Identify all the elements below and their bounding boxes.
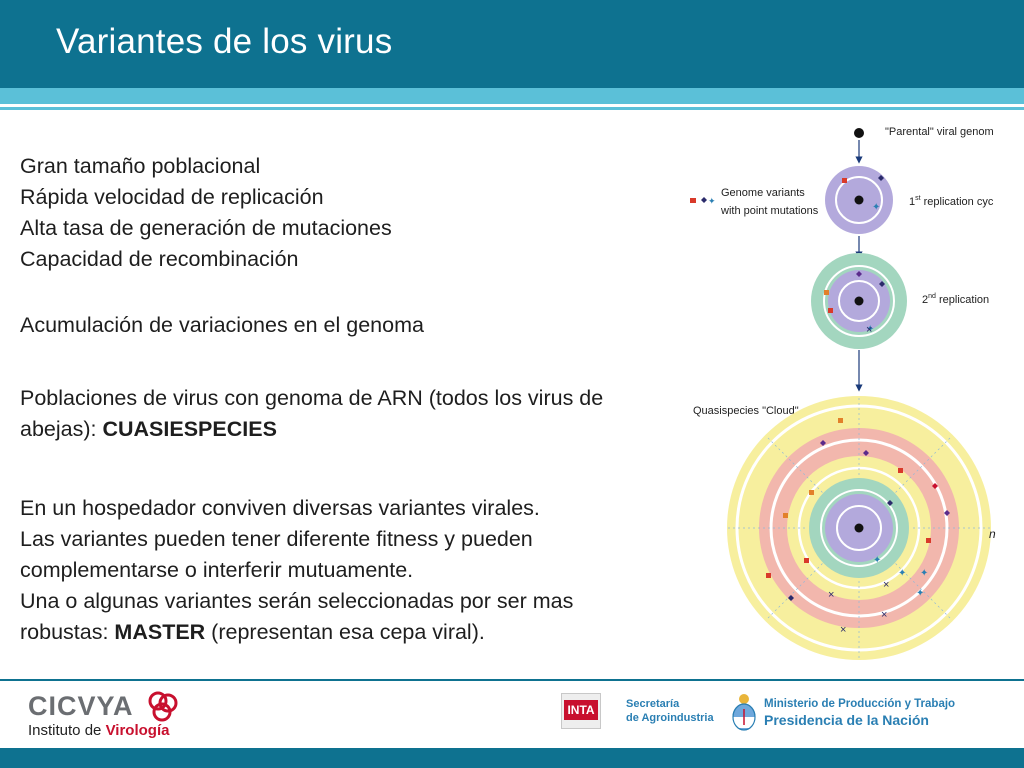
list-item: Gran tamaño poblacional <box>20 154 261 178</box>
secretaria-line-1: Secretaría <box>626 698 680 710</box>
instituto-text: Instituto de <box>28 722 106 739</box>
list-item: Alta tasa de generación de mutaciones <box>20 216 392 240</box>
header-bar: Variantes de los virus <box>0 0 1024 88</box>
parental-label: "Parental" viral genom <box>885 126 994 138</box>
quasispecies-diagram: "Parental" viral genom ✦ ✦ Genome varian… <box>688 118 1000 663</box>
accumulation-text: Acumulación de variaciones en el genoma <box>20 313 424 337</box>
svg-text:✦: ✦ <box>872 202 880 213</box>
footer-band <box>0 748 1024 768</box>
legend-line-1: Genome variants <box>721 187 805 199</box>
host-text-line: complementarse o interferir mutuamente. <box>20 558 414 582</box>
quasispecies-cloud: ✦ ✦ ✦ ✦ × × × × <box>727 396 991 660</box>
secretaria-label: Secretaría de Agroindustria <box>626 697 714 725</box>
svg-text:×: × <box>840 624 846 636</box>
svg-text:×: × <box>866 324 872 336</box>
replication-cycle-1: ✦ <box>825 166 893 234</box>
replication-cycle-2: ✦ × <box>811 253 907 349</box>
populations-text-line1: Poblaciones de virus con genoma de ARN (… <box>20 386 604 410</box>
host-text-line: Las variantes pueden tener diferente fit… <box>20 527 533 551</box>
header-accent-band <box>0 88 1024 104</box>
inta-wordmark: INTA <box>564 700 598 720</box>
ministerio-label: Ministerio de Producción y Trabajo Presi… <box>764 697 955 729</box>
svg-text:×: × <box>881 609 887 621</box>
host-text-line: Una o algunas variantes serán selecciona… <box>20 589 574 613</box>
virologia-emblem-icon <box>148 691 178 722</box>
national-shield-icon <box>732 694 756 731</box>
populations-plain: abejas): <box>20 417 103 441</box>
master-term: MASTER <box>114 620 206 644</box>
presidencia-line: Presidencia de la Nación <box>764 712 929 728</box>
svg-text:✦: ✦ <box>873 555 881 566</box>
host-text-line: En un hospedador conviven diversas varia… <box>20 496 540 520</box>
svg-text:×: × <box>828 589 834 601</box>
instituto-label: Instituto de Virología <box>28 722 169 739</box>
host-text-line: robustas: MASTER (representan esa cepa v… <box>20 617 485 648</box>
quasispecies-cloud-label: Quasispecies "Cloud" <box>693 405 799 417</box>
cycle-2-label: 2nd replication <box>922 293 989 306</box>
list-item: Rápida velocidad de replicación <box>20 185 324 209</box>
populations-text-line2: abejas): CUASIESPECIES <box>20 414 277 445</box>
svg-text:✦: ✦ <box>708 196 716 206</box>
svg-text:✦: ✦ <box>866 324 874 335</box>
cropped-edge-text: n <box>989 527 996 541</box>
slide-title: Variantes de los virus <box>56 22 393 61</box>
virologia-text: Virología <box>105 722 170 739</box>
svg-text:✦: ✦ <box>916 588 924 599</box>
cycle-1-label: 1st replication cyc <box>909 195 994 208</box>
ministerio-line: Ministerio de Producción y Trabajo <box>764 698 956 710</box>
quasispecies-term: CUASIESPECIES <box>102 417 277 441</box>
legend-line-2: with point mutations <box>720 205 819 217</box>
parental-genome-dot <box>854 128 864 138</box>
svg-text:✦: ✦ <box>920 568 928 579</box>
footer-line <box>0 679 1024 681</box>
header-accent-line <box>0 107 1024 110</box>
svg-text:×: × <box>883 579 889 591</box>
list-item: Capacidad de recombinación <box>20 247 299 271</box>
inta-logo: INTA <box>561 693 601 729</box>
master-prefix: robustas: <box>20 620 115 644</box>
cicvya-logo: CICVYA Instituto de Virología <box>28 691 188 741</box>
cicvya-wordmark: CICVYA <box>28 691 134 721</box>
variants-legend: ✦ Genome variants with point mutations <box>690 187 819 217</box>
secretaria-line-2: de Agroindustria <box>626 712 714 724</box>
master-suffix: (representan esa cepa viral). <box>205 620 485 644</box>
svg-text:✦: ✦ <box>898 568 906 579</box>
